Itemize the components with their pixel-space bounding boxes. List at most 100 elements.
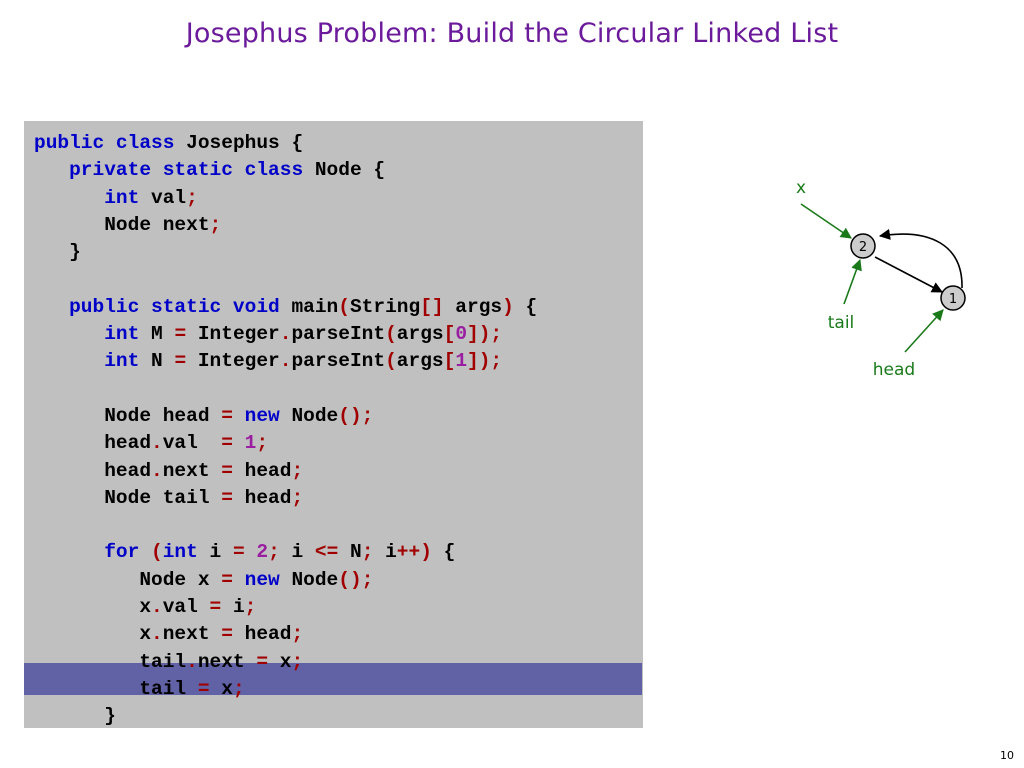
code-token: M — [139, 323, 175, 346]
code-token: i — [279, 541, 315, 564]
code-token: Node — [279, 404, 339, 427]
code-line: int M = Integer.parseInt(args[0]); — [34, 321, 537, 348]
code-token: tail — [34, 650, 187, 673]
code-token: main — [279, 295, 339, 318]
code-line: int N = Integer.parseInt(args[1]); — [34, 348, 537, 375]
code-token: head — [34, 459, 152, 482]
code-token: ; — [268, 541, 280, 564]
code-token: ; — [232, 677, 245, 700]
node-2-label: 2 — [859, 240, 867, 255]
code-token: ; — [209, 213, 222, 236]
code-token: . — [186, 650, 198, 673]
code-line: public static void main(String[] args) { — [34, 294, 537, 321]
code-token: ; — [256, 432, 269, 455]
head-label: head — [873, 360, 915, 380]
code-token: private static class — [69, 159, 304, 182]
code-token: = — [221, 568, 233, 591]
code-line: x.next = head; — [34, 621, 537, 648]
tail-pointer-arrow — [843, 258, 862, 305]
code-token: ; — [186, 186, 198, 209]
code-token: 1 — [455, 350, 468, 373]
code-token — [233, 432, 245, 454]
code-token: head — [34, 432, 152, 455]
code-line: public class Josephus { — [34, 130, 537, 157]
code-token: x — [209, 677, 233, 700]
code-token: parseInt — [291, 323, 386, 346]
code-line: tail.next = x; — [34, 649, 537, 676]
code-token: } — [34, 241, 81, 264]
code-token: Node { — [303, 159, 386, 182]
code-token: N — [338, 541, 362, 564]
slide-title: Josephus Problem: Build the Circular Lin… — [185, 18, 839, 49]
code-token: ( — [338, 295, 350, 318]
code-token: new — [244, 568, 280, 591]
code-token: int — [104, 323, 140, 346]
page-number: 10 — [1000, 749, 1014, 762]
code-token: tail — [34, 677, 198, 700]
code-token: . — [151, 459, 163, 482]
code-line: } — [34, 239, 537, 266]
code-token: N — [139, 350, 175, 373]
code-token — [139, 541, 151, 563]
code-token: i — [221, 596, 245, 619]
code-token: ; — [291, 650, 304, 673]
code-token: 1 — [244, 432, 257, 455]
code-token: = — [221, 486, 233, 509]
code-token: Node head — [34, 404, 222, 427]
code-token: parseInt — [291, 350, 386, 373]
code-token: . — [151, 596, 163, 619]
code-line-highlighted: tail = x; — [34, 676, 537, 703]
code-line: } — [34, 703, 537, 730]
code-token — [233, 405, 245, 427]
code-token — [245, 541, 257, 563]
code-token: <= — [314, 541, 339, 564]
code-token: ( — [385, 323, 397, 346]
code-block: public class Josephus { private static c… — [34, 130, 537, 731]
code-token: ; — [244, 596, 257, 619]
code-token: ; — [291, 459, 304, 482]
link-arrow-2-to-1 — [874, 256, 943, 293]
code-token: ]); — [467, 323, 503, 346]
code-token: int — [162, 541, 198, 564]
code-token: (); — [338, 568, 374, 591]
code-panel — [24, 121, 643, 728]
code-token: val — [162, 432, 222, 455]
code-token: ) — [502, 295, 514, 318]
code-line — [34, 376, 537, 403]
code-token: [] — [420, 295, 444, 318]
code-token: { — [431, 541, 456, 564]
highlighted-line-bar — [24, 663, 642, 695]
code-token: val — [162, 596, 210, 619]
head-pointer-arrow — [904, 309, 944, 353]
code-token: Node — [279, 568, 339, 591]
node-1-label: 1 — [949, 292, 957, 307]
code-token: = — [232, 541, 245, 564]
code-token: Josephus { — [174, 132, 304, 154]
code-line — [34, 266, 537, 293]
code-token: Integer — [186, 350, 280, 373]
code-token: head — [232, 459, 292, 482]
code-token: val — [139, 186, 187, 209]
code-token — [34, 159, 69, 181]
code-token: ; — [291, 486, 304, 509]
code-token: = — [256, 650, 269, 673]
code-line: Node x = new Node(); — [34, 567, 537, 594]
link-arrow-1-to-2 — [878, 228, 963, 289]
x-label: x — [796, 178, 806, 198]
code-token — [34, 187, 104, 209]
code-line: for (int i = 2; i <= N; i++) { — [34, 539, 537, 566]
code-token: ( — [151, 541, 163, 564]
code-token: 0 — [455, 323, 468, 346]
code-token: [ — [443, 323, 456, 346]
code-token: [ — [443, 350, 456, 373]
code-token: i — [197, 541, 233, 564]
code-token: next — [162, 459, 222, 482]
code-line: Node next; — [34, 212, 537, 239]
code-line: private static class Node { — [34, 157, 537, 184]
code-token: args — [443, 295, 503, 318]
code-token: public static void — [69, 295, 280, 318]
code-token: = — [209, 596, 222, 619]
code-token: args — [396, 323, 444, 346]
code-token: Node next — [34, 213, 210, 236]
code-token: head — [232, 623, 292, 646]
